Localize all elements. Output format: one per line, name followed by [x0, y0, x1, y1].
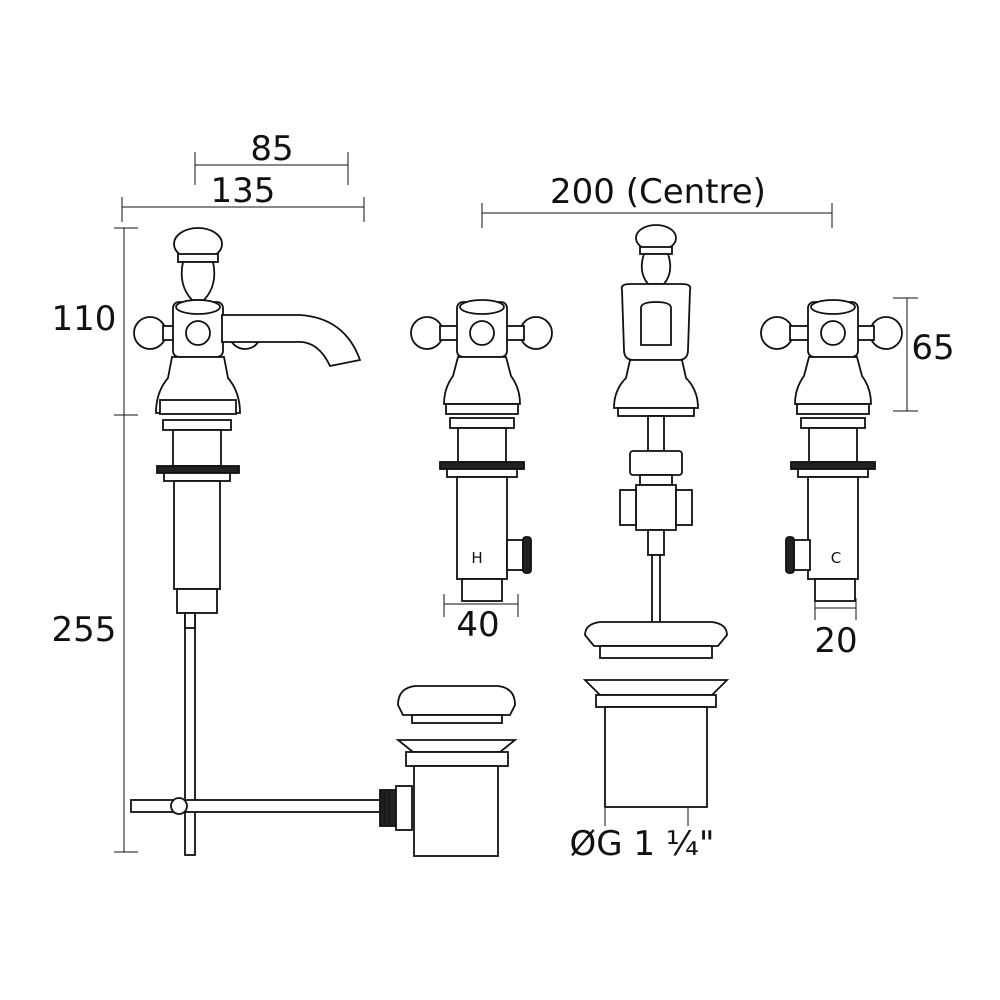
- cold-marker: C: [831, 549, 841, 567]
- dimension-label-255: 255: [52, 610, 117, 650]
- dimension-label-65: 65: [911, 328, 954, 368]
- dimension-255: 255: [52, 415, 138, 853]
- dimension-135: 135: [121, 171, 365, 222]
- cold-valve: C: [760, 299, 903, 602]
- dimension-label-waste-thread: ØG 1 ¼": [570, 824, 715, 864]
- dimension-85: 85: [194, 129, 349, 185]
- dimension-65: 65: [893, 297, 955, 412]
- dimension-label-135: 135: [211, 171, 276, 211]
- hot-valve: H: [410, 299, 553, 602]
- centre-spout: [582, 224, 730, 808]
- dimension-label-85: 85: [250, 129, 293, 169]
- dimension-20: 20: [814, 598, 858, 661]
- dimension-200-centre: 200 (Centre): [481, 172, 833, 228]
- dimension-label-200-centre: 200 (Centre): [550, 172, 766, 212]
- dimension-label-20: 20: [814, 621, 857, 661]
- dimension-40: 40: [443, 594, 519, 645]
- dimension-waste-thread: ØG 1 ¼": [570, 808, 715, 864]
- dimension-110: 110: [52, 227, 138, 416]
- dimension-label-110: 110: [52, 299, 117, 339]
- hot-marker: H: [471, 549, 482, 567]
- dimension-label-40: 40: [456, 605, 499, 645]
- mixer-side-view: [130, 227, 518, 857]
